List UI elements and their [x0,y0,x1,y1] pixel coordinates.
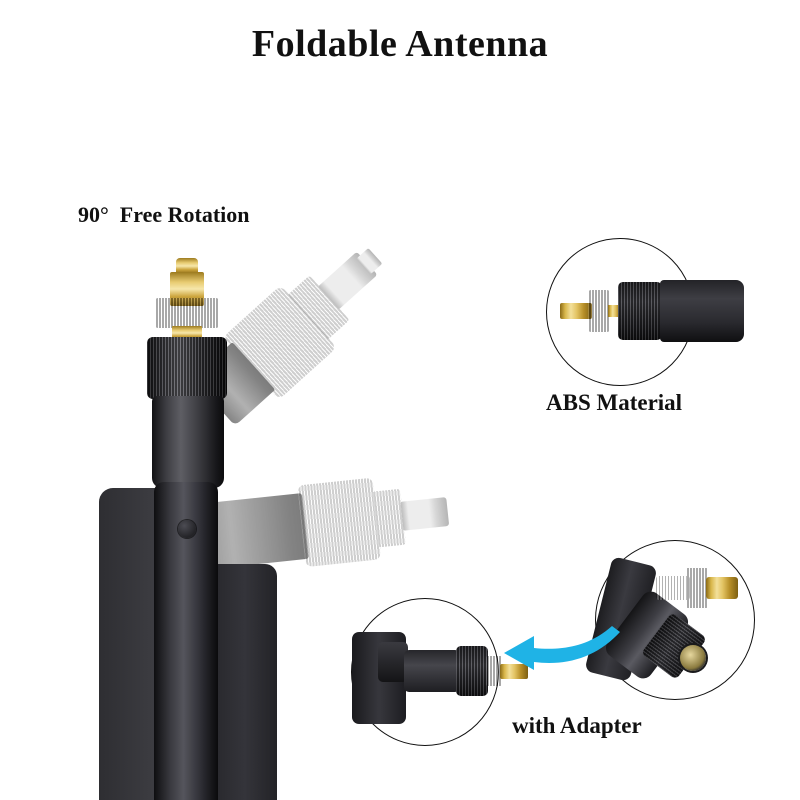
abs-sma-pin [560,303,592,319]
abs-barrel [660,280,744,342]
blade-screw-detail [178,520,196,538]
abs-material-label: ABS Material [546,390,683,415]
sma-pin-tip [176,258,198,274]
black-knurled-collar [147,337,227,399]
ghost-gold-pin-90 [400,497,450,531]
gold-adapter-left-thread [656,576,690,600]
with-adapter-barrel [404,650,460,692]
with-adapter-collar [456,646,488,696]
rotation-label: 90° Free Rotation [78,202,250,227]
abs-gold-nut [588,290,610,332]
adapter-inset-female-socket [680,645,706,671]
with-adapter-gold-pin [500,664,528,679]
gold-nut-base [172,326,202,340]
gold-knurled-nut [155,298,219,328]
gold-adapter-right-thread [706,577,738,599]
hinge-barrel [152,396,224,488]
with-adapter-label: with Adapter [512,713,642,738]
assembly-arrow [504,626,620,670]
gold-adapter-flange [686,568,708,608]
ghost-gold-nut-90 [372,488,406,548]
sma-male-pin [170,272,204,306]
with-adapter-gold-nut [486,656,502,686]
page-title: Foldable Antenna [251,23,549,65]
abs-black-collar [618,282,662,340]
with-adapter-hinge [378,642,408,682]
ghost-collar-90 [297,477,382,568]
